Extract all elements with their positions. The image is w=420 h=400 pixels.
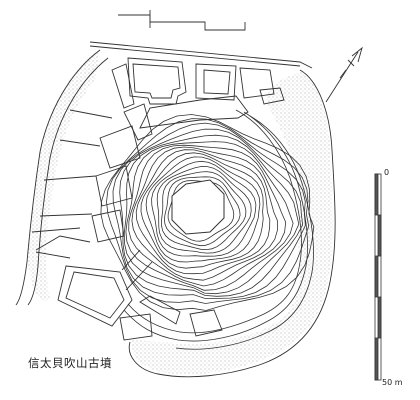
contour-line xyxy=(145,156,261,263)
contour-line xyxy=(140,152,264,269)
contour-line xyxy=(128,144,287,287)
contour-line xyxy=(156,166,252,254)
north-arrow-icon xyxy=(325,46,363,103)
parcel-outlines xyxy=(31,57,285,341)
scale-label-top: 0 xyxy=(384,168,390,177)
contour-line xyxy=(163,176,241,247)
contour-line xyxy=(119,128,304,297)
scale-bar xyxy=(374,173,382,381)
contour-line xyxy=(131,146,279,281)
mound-summit xyxy=(171,179,225,235)
contour-line xyxy=(167,180,235,242)
contour-line xyxy=(151,160,257,257)
scale-label-bottom: 50 m xyxy=(382,378,403,387)
stippled-terrace xyxy=(131,72,333,375)
outer-boundary xyxy=(15,10,336,378)
moat-lines xyxy=(123,109,314,350)
contour-line xyxy=(125,141,294,291)
contour-line xyxy=(100,114,315,311)
contour-line xyxy=(161,171,247,251)
stippled-terrace-west xyxy=(28,48,100,301)
contour-line xyxy=(135,149,271,275)
contour-line xyxy=(106,118,310,304)
map-caption: 信太貝吹山古墳 xyxy=(28,356,112,370)
mound-contours xyxy=(100,114,315,311)
contour-line xyxy=(123,134,300,295)
contour-line xyxy=(112,122,306,299)
